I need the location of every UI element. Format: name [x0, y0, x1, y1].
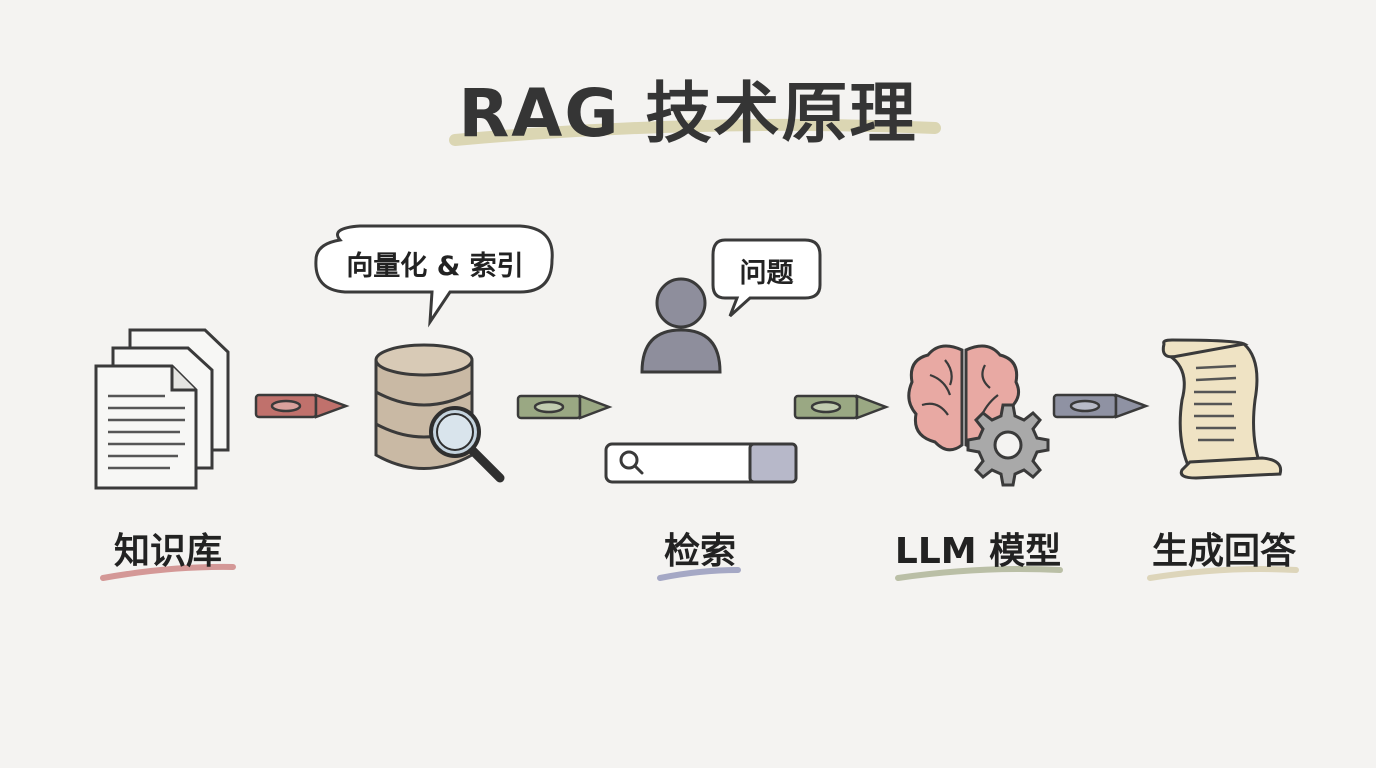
- crayon-arrow-icon: [793, 394, 890, 420]
- llm-label: LLM 模型: [894, 531, 1062, 572]
- retrieval-underline: [657, 567, 741, 581]
- answer-underline: [1147, 566, 1299, 581]
- question-bubble-text: 问题: [739, 258, 794, 289]
- question-bubble: [711, 238, 822, 318]
- kb-underline: [100, 563, 236, 581]
- knowledge-base-label: 知识库: [113, 531, 222, 572]
- title-underline: [449, 118, 941, 146]
- answer-label: 生成回答: [1151, 531, 1296, 572]
- documents-icon: [94, 328, 230, 490]
- crayon-arrow-icon: [516, 394, 613, 420]
- search-bar-icon: [604, 442, 798, 484]
- vectorize-bubble: [314, 224, 554, 328]
- vectorize-bubble-text: 向量化 & 索引: [346, 251, 524, 282]
- retrieval-label: 检索: [663, 531, 736, 572]
- llm-underline: [895, 566, 1063, 581]
- crayon-arrow-icon: [254, 393, 350, 419]
- scroll-icon: [1161, 338, 1283, 480]
- gear-icon: [966, 403, 1050, 487]
- person-icon: [640, 277, 722, 374]
- magnifier-icon: [429, 406, 505, 483]
- page-title: RAG 技术原理: [458, 75, 918, 152]
- crayon-arrow-icon: [1052, 393, 1150, 419]
